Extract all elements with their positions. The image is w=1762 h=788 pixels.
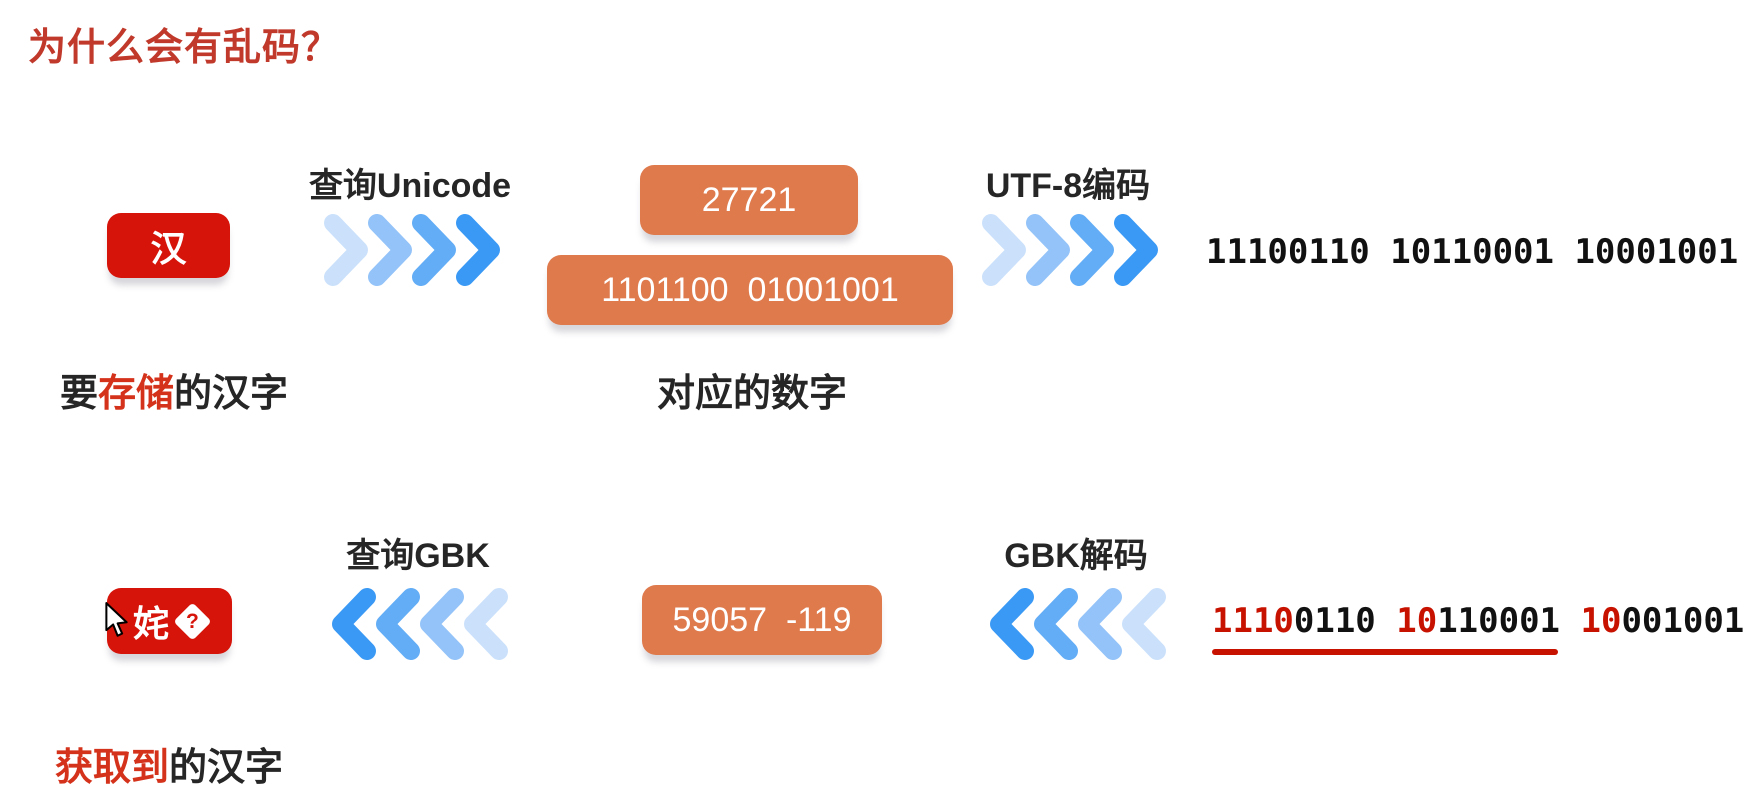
mouse-cursor-icon: [105, 602, 128, 637]
byte-seg-red: 10: [1580, 601, 1622, 641]
chevrons-right-utf8-icon: [982, 214, 1158, 286]
byte-seg-red: 10: [1396, 601, 1438, 641]
page-title: 为什么会有乱码？: [28, 27, 341, 69]
gbk-bytes: 11100110 10110001 10001001: [1212, 604, 1744, 638]
chevrons-right-unicode-icon: [324, 214, 500, 286]
caption-accent: 获取到: [55, 747, 170, 788]
replacement-char-icon: ?: [173, 601, 212, 641]
codepoint-decimal: 27721: [701, 180, 797, 219]
caption-suffix: 的汉字: [174, 373, 289, 415]
caption-suffix: 的汉字: [169, 747, 284, 788]
garbled-char: 姹: [132, 603, 169, 644]
caption-accent: 存储: [98, 373, 175, 415]
garbled-char-box: 姹 ?: [107, 588, 232, 654]
byte-seg: 001001: [1621, 601, 1745, 641]
byte-seg: 110001: [1437, 601, 1581, 641]
lookup-gbk-label: 查询GBK: [346, 537, 490, 575]
byte-seg-red: 1110: [1212, 601, 1294, 641]
codepoint-binary-box: 1101100 01001001: [547, 255, 953, 325]
utf8-encode-label: UTF-8编码: [985, 167, 1151, 205]
stored-char-caption: 要存储的汉字: [60, 362, 288, 417]
gbk-codes: 59057 -119: [672, 600, 852, 639]
chevrons-left-decode-icon: [990, 588, 1166, 660]
gbk-codes-box: 59057 -119: [642, 585, 882, 655]
stored-char: 汉: [150, 227, 187, 269]
codepoint-decimal-box: 27721: [640, 165, 858, 235]
utf8-bytes: 11100110 10110001 10001001: [1206, 232, 1739, 272]
stored-char-box: 汉: [107, 213, 230, 278]
byte-seg: 0110: [1293, 601, 1397, 641]
chevrons-left-gbk-icon: [332, 588, 508, 660]
gbk-bytes-underline: [1212, 649, 1558, 655]
lookup-unicode-label: 查询Unicode: [308, 167, 512, 205]
number-caption: 对应的数字: [657, 373, 848, 415]
codepoint-binary: 1101100 01001001: [601, 270, 899, 309]
retrieved-char-caption: 获取到的汉字: [55, 736, 283, 788]
caption-prefix: 要: [60, 373, 99, 415]
gbk-decode-label: GBK解码: [1004, 537, 1148, 575]
